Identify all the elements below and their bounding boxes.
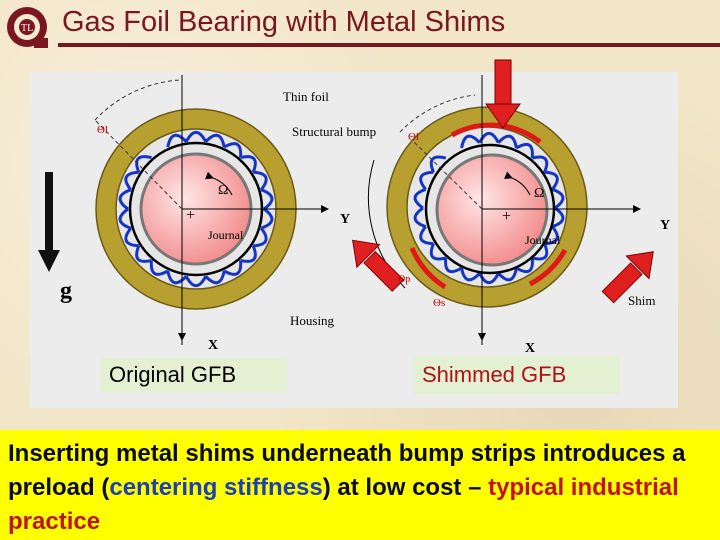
shim-arrow-right [601, 251, 654, 304]
structural-bump-label: Structural bump [292, 124, 376, 139]
y-axis-label-2: Y [660, 218, 670, 233]
summary-highlight-centering: centering stiffness [109, 474, 323, 501]
summary-banner [0, 430, 720, 540]
gravity-label: g [60, 278, 72, 304]
summary-part-1: Inserting metal shims underneath bump st… [8, 440, 686, 501]
theta-p-label: Θp [398, 274, 410, 285]
structural-bumps-shimmed [413, 131, 565, 285]
shimmed-bearing [352, 59, 654, 345]
summary-part-2: ) at low cost – [322, 474, 489, 501]
slide-title: Gas Foil Bearing with Metal Shims [62, 6, 506, 38]
shim-right [528, 248, 568, 287]
summary-highlight-practice: typical industrial practice [8, 474, 679, 535]
shim-left [409, 246, 447, 290]
title-divider [58, 43, 720, 47]
original-bearing [94, 75, 329, 345]
shim-arrow-left [352, 239, 405, 292]
theta-l-label-1: Θl [97, 124, 108, 136]
theta-s-label: Θs [433, 297, 445, 309]
summary-text: Inserting metal shims underneath bump st… [8, 437, 718, 539]
omega-label-2: Ω [534, 186, 544, 201]
x-axis-label-1: X [208, 338, 218, 353]
housing-label: Housing [290, 313, 335, 328]
bump-strip [413, 131, 565, 285]
center-mark-1: + [186, 207, 195, 224]
logo-text: TL [21, 23, 33, 34]
structural-bumps [118, 130, 274, 288]
shim-label: Shim [628, 293, 655, 308]
y-axis-label-1: Y [340, 212, 350, 227]
theta-l-label-2: Θl [408, 131, 419, 143]
bearing-diagram: g + Ω Journal Thin foil Structural bump … [38, 59, 670, 356]
original-gfb-caption: Original GFB [101, 358, 287, 392]
x-axis-label-2: X [525, 341, 535, 356]
shim-top [450, 122, 542, 144]
journal-label-1: Journal [208, 228, 244, 242]
gravity-arrow [38, 172, 60, 272]
omega-label-1: Ω [218, 183, 228, 198]
thin-foil-label: Thin foil [283, 89, 329, 104]
shim-arrow-top [485, 59, 521, 129]
shimmed-gfb-caption: Shimmed GFB [414, 356, 620, 394]
center-mark-2: + [502, 208, 511, 225]
university-logo: TL [7, 7, 48, 48]
journal-label-2: Journal [525, 233, 561, 247]
bump-strip [118, 130, 274, 288]
journal-shimmed [435, 153, 549, 267]
